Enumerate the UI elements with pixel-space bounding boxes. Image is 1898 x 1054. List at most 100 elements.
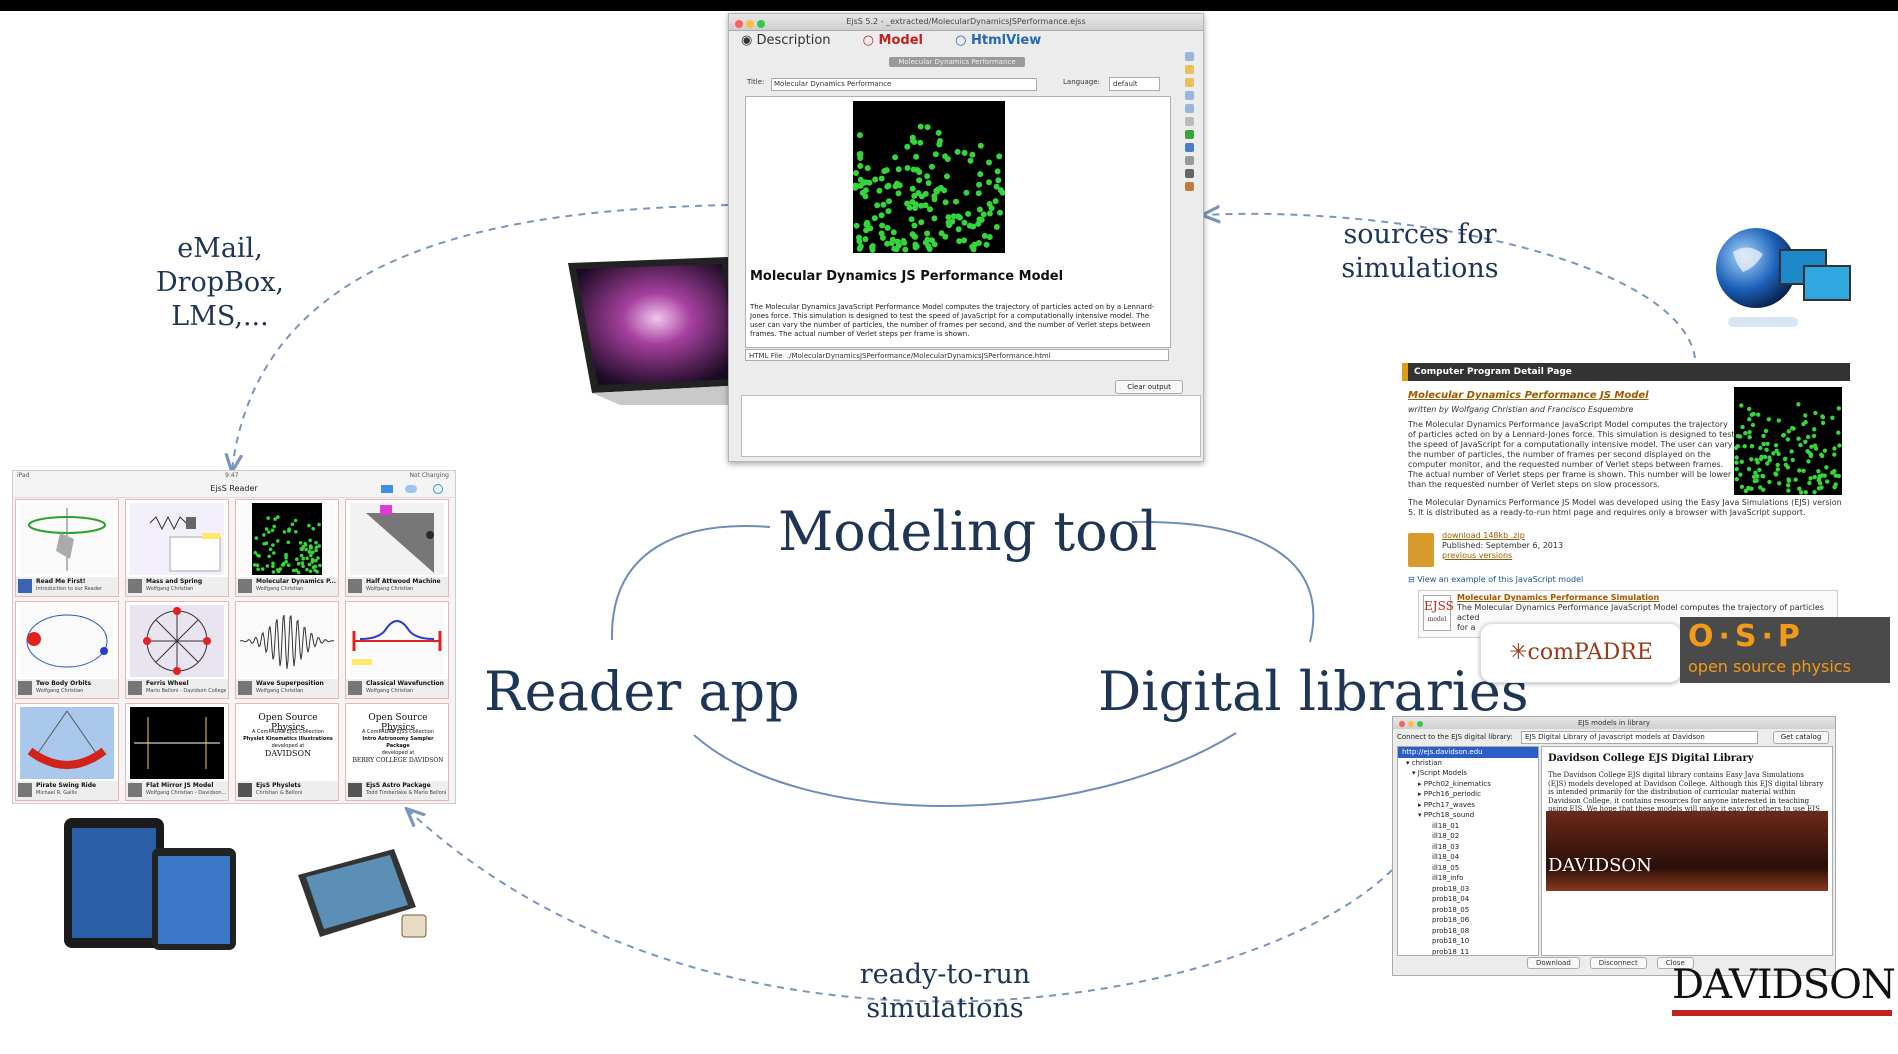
close-dot-icon[interactable]	[735, 20, 743, 28]
zip-file-icon[interactable]	[1408, 533, 1434, 567]
tile-thumb-wave	[240, 605, 334, 677]
get-catalog-button[interactable]: Get catalog	[1773, 731, 1829, 744]
disconnect-button[interactable]: Disconnect	[1589, 957, 1647, 969]
model-description-p2: The Molecular Dynamics Performance JS Mo…	[1408, 498, 1842, 517]
output-area[interactable]	[741, 395, 1201, 457]
open-folder-icon[interactable]	[1185, 65, 1194, 74]
tab-htmlview[interactable]: ○ HtmlView	[955, 33, 1042, 48]
language-select[interactable]: default	[1109, 77, 1160, 91]
particle	[1756, 412, 1761, 417]
info-icon[interactable]	[1185, 182, 1194, 191]
particle	[1739, 403, 1744, 408]
tree-item[interactable]: prob18_10	[1432, 937, 1470, 945]
particle-group-3	[252, 515, 322, 575]
model-title-link[interactable]: Molecular Dynamics Performance JS Model	[1408, 390, 1649, 401]
search-icon[interactable]	[1185, 117, 1194, 126]
tree-item[interactable]: ill18_01	[1432, 821, 1460, 830]
particle	[909, 137, 916, 144]
download-button[interactable]: Download	[1527, 957, 1580, 969]
arc-right	[1131, 520, 1315, 643]
folder-icon[interactable]	[381, 485, 393, 493]
title-field[interactable]: Molecular Dynamics Performance	[771, 78, 1037, 91]
tree-item[interactable]: prob18_05	[1432, 905, 1470, 914]
library-close-icon[interactable]	[1399, 721, 1405, 727]
particle	[928, 163, 935, 170]
globe-icon[interactable]	[1185, 143, 1194, 152]
tree-item[interactable]: ▸ PPch02_kinematics	[1418, 779, 1491, 788]
tree-item[interactable]: ill18_03	[1432, 842, 1460, 851]
new-file-icon[interactable]	[1185, 52, 1194, 61]
tree-item[interactable]: ▾ christian	[1406, 758, 1442, 767]
tile-molecular-dynamics[interactable]: Molecular Dynamics P...Wolfgang Christia…	[235, 499, 339, 597]
particle	[298, 541, 303, 545]
library-sim-thumbnail	[1734, 387, 1842, 495]
download-info: download 148kb .zip Published: September…	[1442, 531, 1563, 561]
particle	[1789, 449, 1794, 454]
library-zoom-icon[interactable]	[1417, 721, 1423, 727]
close-button[interactable]: Close	[1656, 957, 1694, 969]
tree-item[interactable]: prob18_03	[1432, 884, 1470, 893]
cloud-icon[interactable]	[405, 485, 417, 493]
open-library-icon[interactable]	[1185, 78, 1194, 87]
tree-item[interactable]: ▾ PPch18_sound	[1418, 811, 1475, 819]
particle	[282, 530, 287, 534]
library-select[interactable]: EJS Digital Library of Javascript models…	[1521, 731, 1758, 744]
info-circle-icon[interactable]	[433, 484, 443, 494]
tile-read-me-first[interactable]: Read Me First!Introduction to our Reader	[15, 499, 119, 597]
particle	[1796, 402, 1801, 407]
description-subtab[interactable]: Molecular Dynamics Performance	[889, 57, 1025, 67]
previous-versions-link[interactable]: previous versions	[1442, 551, 1513, 560]
tile-thumb-mirror	[130, 707, 224, 779]
tab-htmlview-label: HtmlView	[971, 33, 1042, 48]
modeling-tool-label: Modeling tool	[778, 500, 1158, 563]
tree-item[interactable]: ill18_02	[1432, 832, 1460, 840]
tab-description[interactable]: ◉ Description	[741, 33, 831, 48]
minimize-dot-icon[interactable]	[746, 20, 754, 28]
tree-item[interactable]: ill18_05	[1432, 863, 1460, 872]
tree-item[interactable]: prob18_06	[1432, 916, 1470, 924]
tab-model[interactable]: ○ Model	[862, 33, 923, 48]
tab-description-label: Description	[756, 33, 831, 48]
save-as-icon[interactable]	[1185, 104, 1194, 113]
library-tree[interactable]: http://ejs.davidson.edu ▾ christian ▾ JS…	[1397, 746, 1539, 956]
print-icon[interactable]	[1185, 169, 1194, 178]
library-minimize-icon[interactable]	[1408, 721, 1414, 727]
tile-ejss-physlets[interactable]: Open Source Physics A ComPADRE EJSS Coll…	[235, 703, 339, 801]
tree-item[interactable]: ill18_info	[1432, 874, 1464, 882]
particle	[1781, 433, 1786, 438]
tree-item[interactable]: prob18_04	[1432, 895, 1470, 903]
particle	[1796, 436, 1801, 441]
tree-item[interactable]: ▸ PPch16_periodic	[1418, 790, 1481, 798]
tree-item[interactable]: http://ejs.davidson.edu	[1398, 747, 1538, 758]
ipads-image	[64, 818, 236, 950]
clear-output-button[interactable]: Clear output	[1115, 380, 1183, 394]
download-link[interactable]: download 148kb .zip	[1442, 531, 1525, 540]
html-file-path[interactable]: ./MolecularDynamicsJSPerformance/Molecul…	[786, 352, 1051, 360]
zoom-dot-icon[interactable]	[757, 20, 765, 28]
tree-item[interactable]: ill18_04	[1432, 853, 1460, 861]
particle	[1758, 485, 1763, 490]
tree-item[interactable]: prob18_11	[1432, 947, 1470, 956]
tile-ejss-astro-package[interactable]: Open Source Physics A ComPADRE EJSS Coll…	[345, 703, 449, 801]
tree-item[interactable]: ▾ JScript Models	[1412, 769, 1468, 777]
save-icon[interactable]	[1185, 91, 1194, 100]
particle	[305, 567, 309, 572]
tree-item[interactable]: ▸ PPch17_waves	[1418, 800, 1475, 809]
view-example-link[interactable]: ⊟ View an example of this JavaScript mod…	[1408, 575, 1584, 584]
tree-item[interactable]: prob18_08	[1432, 926, 1470, 935]
gear-icon[interactable]	[1185, 156, 1194, 165]
simulation-link[interactable]: Molecular Dynamics Performance Simulatio…	[1457, 593, 1660, 602]
run-icon[interactable]	[1185, 130, 1194, 139]
particle	[1739, 459, 1744, 464]
particle	[252, 563, 257, 567]
